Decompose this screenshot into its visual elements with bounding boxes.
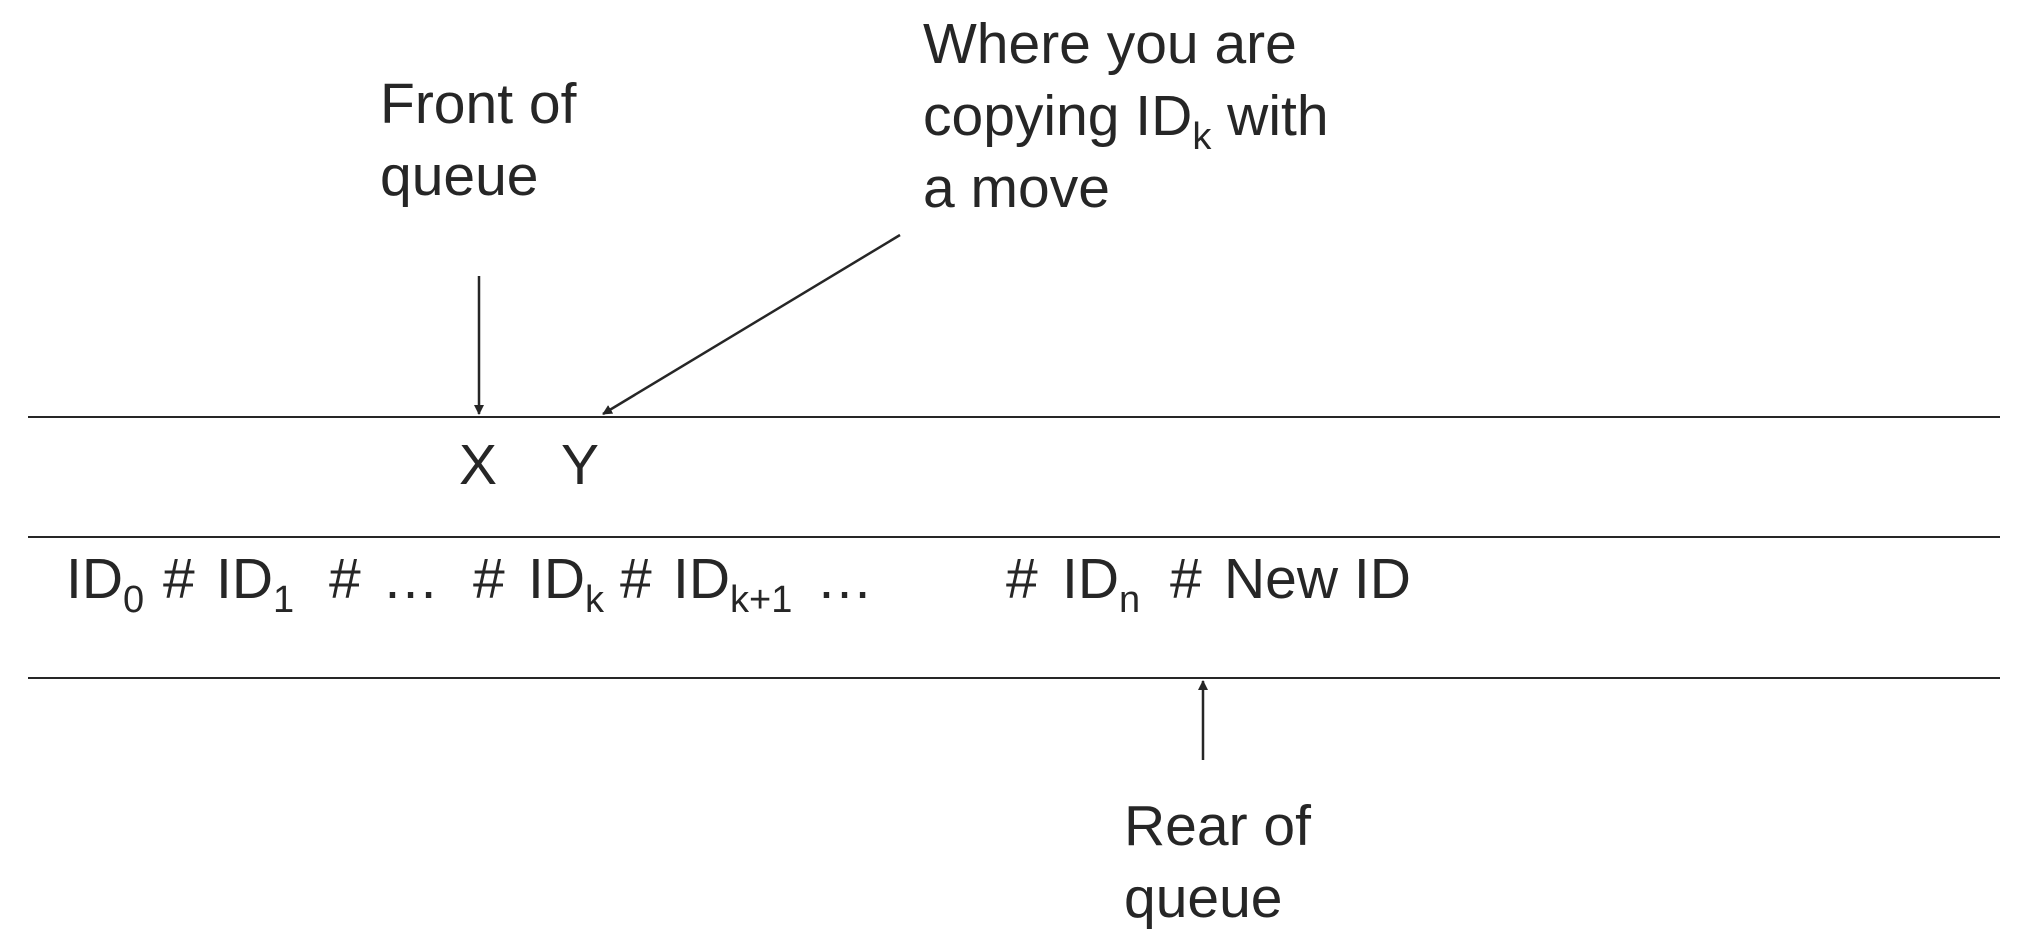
- tape-token-text: #: [329, 547, 361, 611]
- marker-x: X: [459, 433, 498, 497]
- tape-token-subscript: k+1: [730, 579, 793, 621]
- tape-token: IDn: [1062, 546, 1140, 619]
- tape-token-text: New ID: [1224, 547, 1411, 611]
- tape-token: New ID: [1224, 546, 1411, 612]
- tape-token-text: ID: [1062, 547, 1119, 611]
- tape-token-subscript: n: [1119, 579, 1141, 621]
- tape-token-text: ID: [66, 547, 123, 611]
- tape-token-subscript: 1: [273, 579, 295, 621]
- copy-position-label: Where you are copying IDk with a move: [923, 8, 1329, 224]
- copy-label-line2-subscript: k: [1192, 116, 1212, 158]
- tape-token: …: [382, 546, 439, 612]
- tape-token: …: [816, 546, 873, 612]
- rear-label-line1: Rear of: [1124, 794, 1311, 858]
- tape-token: #: [620, 546, 652, 612]
- tape-token-text: …: [382, 547, 439, 611]
- front-label-line1: Front of: [380, 72, 577, 136]
- tape-token-text: #: [163, 547, 195, 611]
- front-label-line2: queue: [380, 144, 539, 208]
- copy-label-line2: copying IDk with: [923, 80, 1329, 156]
- tape-token: #: [1170, 546, 1202, 612]
- copy-label-line2-tail: with: [1211, 84, 1329, 148]
- rear-label-line2: queue: [1124, 866, 1283, 930]
- tape-token: #: [163, 546, 195, 612]
- tape-token: ID0: [66, 546, 144, 619]
- copy-label-line3: a move: [923, 156, 1110, 220]
- copy-label-line2-text: copying ID: [923, 84, 1193, 148]
- tape-token-subscript: 0: [123, 579, 145, 621]
- tape-token-subscript: k: [585, 579, 604, 621]
- tape-token-text: ID: [673, 547, 730, 611]
- tape-token: #: [473, 546, 505, 612]
- front-of-queue-label: Front of queue: [380, 68, 576, 212]
- tape-token-text: #: [473, 547, 505, 611]
- tape-token: IDk+1: [673, 546, 792, 619]
- tape-token-text: #: [1006, 547, 1038, 611]
- tape-token-text: #: [1170, 547, 1202, 611]
- tape-token: IDk: [528, 546, 604, 619]
- copy-position-arrow: [602, 233, 901, 416]
- rear-of-queue-label: Rear of queue: [1124, 790, 1311, 934]
- tape-token-text: …: [816, 547, 873, 611]
- tape-token-text: ID: [528, 547, 585, 611]
- marker-y: Y: [561, 433, 600, 497]
- tape-token-text: #: [620, 547, 652, 611]
- tape-token: ID1: [216, 546, 294, 619]
- tape-token: #: [329, 546, 361, 612]
- tape-token: #: [1006, 546, 1038, 612]
- copy-label-line1: Where you are: [923, 12, 1297, 76]
- tape-token-text: ID: [216, 547, 273, 611]
